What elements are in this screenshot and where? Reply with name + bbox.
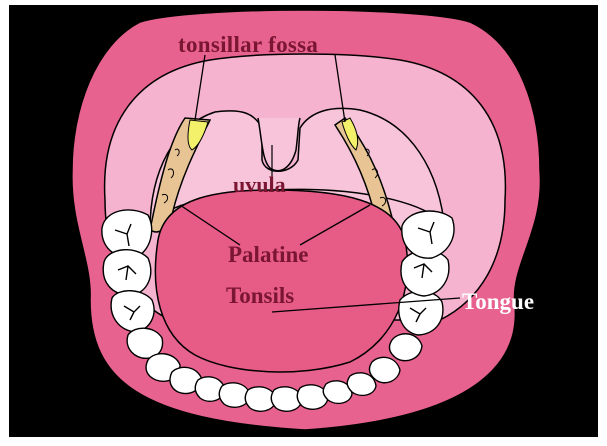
tongue — [155, 190, 407, 372]
tooth-right-5 — [369, 357, 400, 382]
label-tongue: Tongue — [462, 289, 534, 315]
label-palatine: Palatine — [228, 242, 309, 268]
label-tonsils: Tonsils — [226, 283, 294, 309]
label-tonsillar-fossa: tonsillar fossa — [178, 32, 318, 58]
label-uvula: uvula — [233, 172, 286, 198]
tooth-right-4 — [389, 334, 422, 361]
